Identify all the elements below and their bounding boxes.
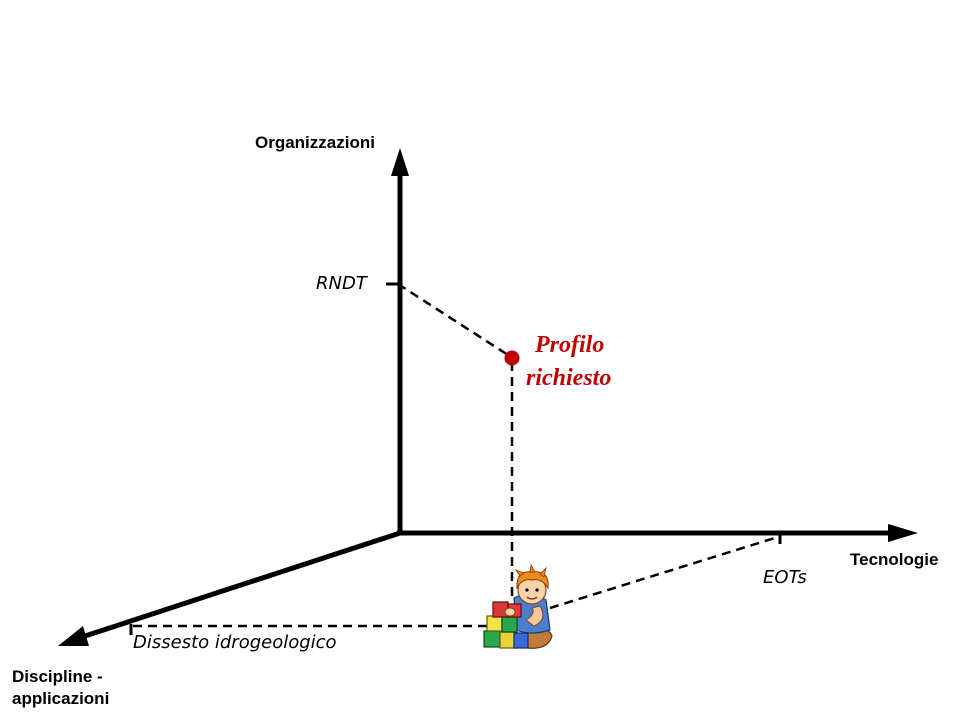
horizontal-axis-arrowhead xyxy=(888,524,918,542)
diagonal-axis-arrowhead xyxy=(58,626,89,646)
vertical-axis: Organizzazioni xyxy=(255,133,409,535)
projection-line-to-vertical-tick xyxy=(397,282,509,357)
horizontal-axis-label: Tecnologie xyxy=(850,550,938,569)
vertical-axis-tick-label: RNDT xyxy=(316,273,369,294)
profile-point xyxy=(504,350,520,366)
diagonal-axis-label: Discipline - applicazioni xyxy=(12,667,109,708)
vertical-axis-arrowhead xyxy=(391,148,409,176)
profile-point-label: Profilo richiesto xyxy=(526,332,611,391)
profile-point-label-line2: richiesto xyxy=(526,365,611,391)
diagonal-axis-label-line1: Discipline - xyxy=(12,667,103,686)
vertical-axis-label: Organizzazioni xyxy=(255,133,375,152)
horizontal-axis-tick-label: EOTs xyxy=(763,567,807,588)
profile-point-label-line1: Profilo xyxy=(534,332,604,358)
diagonal-axis: Discipline - applicazioni xyxy=(12,530,401,708)
diagonal-axis-label-line2: applicazioni xyxy=(12,689,109,708)
diagonal-axis-line xyxy=(81,530,401,640)
child-playing-with-blocks-icon xyxy=(483,563,553,649)
projection-lines xyxy=(133,282,779,628)
diagonal-axis-tick-label: Dissesto idrogeologico xyxy=(133,632,337,653)
projection-line-to-horizontal-tick xyxy=(549,535,779,610)
horizontal-axis: Tecnologie xyxy=(397,524,938,569)
